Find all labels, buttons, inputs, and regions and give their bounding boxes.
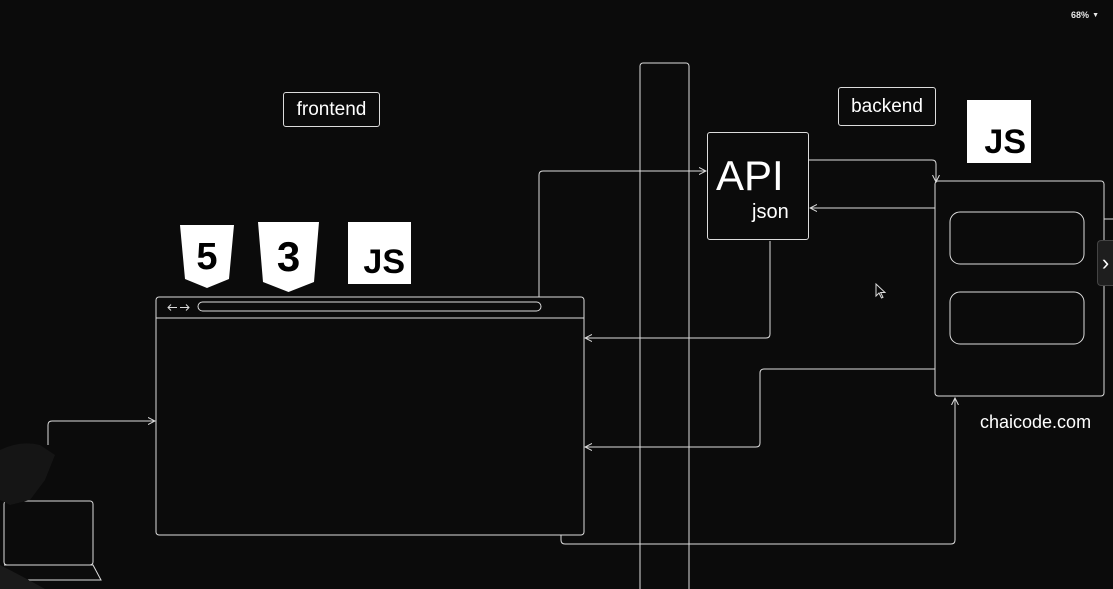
backend-js-logo-text: JS — [984, 123, 1026, 161]
connector-api-to-browser — [585, 241, 771, 338]
backend-label: backend — [851, 95, 923, 117]
backend-js-icon: JS — [967, 100, 1031, 163]
api-title: API — [716, 152, 784, 199]
js-icon: JS — [348, 222, 411, 284]
css3-icon: 3 — [258, 222, 319, 292]
divider-column — [639, 62, 690, 589]
api-box: API json — [707, 132, 809, 240]
backend-label-box: backend — [838, 87, 936, 126]
chevron-down-icon: ▼ — [1092, 11, 1099, 19]
next-slide-button[interactable]: › — [1097, 240, 1113, 286]
server-slot-2 — [949, 291, 1085, 345]
webcam-overlay — [0, 443, 55, 589]
html5-icon: 5 — [180, 225, 234, 288]
pointer-cursor-icon — [875, 283, 887, 299]
server-box — [934, 180, 1113, 397]
laptop-sketch — [0, 500, 102, 581]
frontend-label: frontend — [296, 98, 367, 120]
domain-label: chaicode.com — [980, 412, 1092, 432]
connector-laptop-to-browser — [47, 421, 155, 445]
zoom-label: 68% — [1071, 10, 1090, 20]
browser-address-bar — [197, 301, 542, 312]
api-subtitle: json — [752, 201, 789, 223]
connector-browser-to-api — [538, 171, 706, 297]
css3-glyph: 3 — [277, 233, 300, 280]
frontend-label-box: frontend — [283, 92, 380, 127]
js-logo-text: JS — [363, 243, 405, 281]
browser-window — [155, 296, 585, 536]
connector-browser-to-server — [560, 398, 955, 545]
back-forward-arrows-icon — [167, 304, 190, 311]
chevron-right-icon: › — [1101, 250, 1110, 275]
connector-server-to-browser — [585, 368, 935, 447]
html5-glyph: 5 — [196, 236, 217, 278]
zoom-control[interactable]: 68% ▼ — [1071, 10, 1099, 20]
server-slot-1 — [949, 211, 1085, 265]
connector-api-to-backend — [809, 159, 936, 182]
